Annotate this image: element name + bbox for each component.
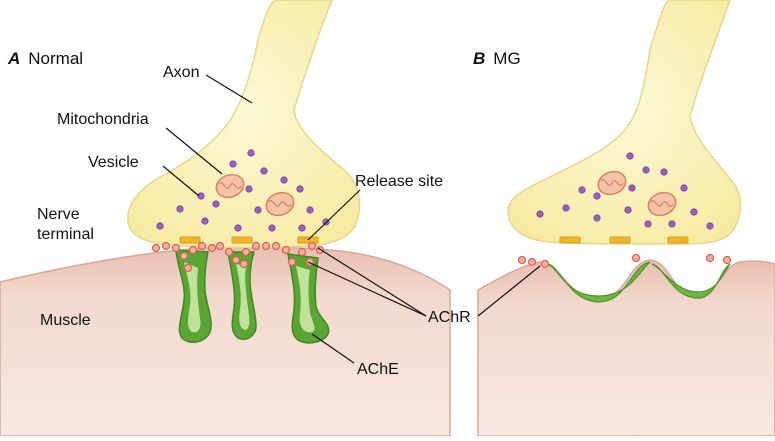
- achr-receptors-a: [151, 241, 325, 273]
- vesicles-a: [156, 149, 330, 232]
- label-ache: AChE: [357, 361, 399, 378]
- mitochondria-leader: [165, 127, 223, 175]
- panel-b-letter: B: [473, 49, 486, 68]
- panel-b-name: MG: [493, 49, 521, 68]
- panel-a-name: Normal: [28, 49, 84, 68]
- label-vesicle: Vesicle: [88, 154, 139, 171]
- label-nerve-terminal-line1: Nerve: [37, 206, 80, 223]
- ache-leader: [311, 333, 355, 364]
- vesicle-leader: [162, 165, 200, 197]
- achr-receptors-b: [517, 253, 732, 269]
- nerve-terminal-b: [507, 0, 742, 245]
- panel-a-title: A Normal: [8, 49, 83, 69]
- release-sites-a: [179, 236, 319, 244]
- nerve-terminal-a: [127, 0, 361, 249]
- junctional-folds-a: [175, 249, 330, 344]
- panel-a-letter: A: [8, 49, 21, 68]
- panel-b-title: B MG: [473, 49, 521, 69]
- junctional-folds-b: [547, 261, 731, 303]
- muscle-b: [477, 259, 775, 437]
- label-nerve-terminal-line2: terminal: [37, 226, 94, 243]
- mitochondria-b: [597, 170, 677, 217]
- achr-leader-3: [477, 265, 541, 317]
- achr-leader-2: [307, 261, 427, 317]
- mitochondria-a: [215, 173, 295, 217]
- release-site-leader: [307, 189, 361, 241]
- axon-leader: [205, 74, 253, 104]
- label-release-site: Release site: [355, 173, 444, 190]
- leader-lines: [162, 74, 541, 364]
- label-muscle: Muscle: [40, 312, 91, 329]
- label-achr: AChR: [428, 309, 471, 326]
- label-axon: Axon: [163, 64, 200, 81]
- vesicles-b: [536, 152, 714, 230]
- release-sites-b: [559, 236, 689, 244]
- label-mitochondria: Mitochondria: [57, 111, 149, 128]
- muscle-a: [0, 245, 451, 437]
- achr-leader-1: [317, 247, 427, 317]
